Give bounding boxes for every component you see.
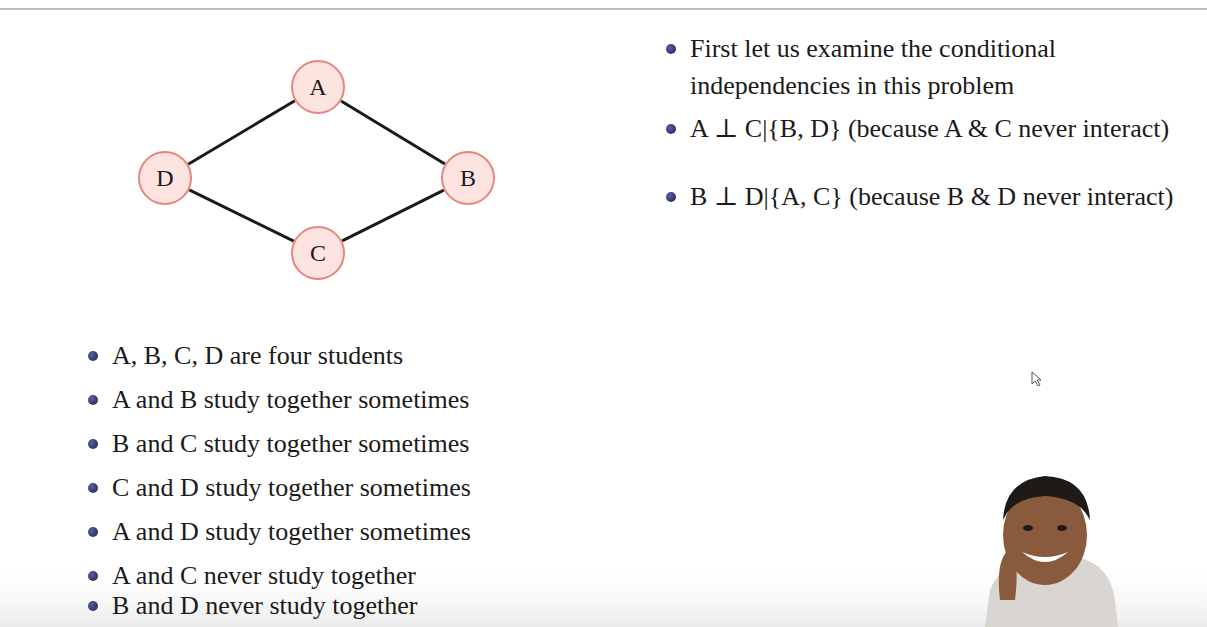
bullet-dot: [88, 351, 98, 361]
bullet-dot: [666, 192, 676, 202]
top-rule: [0, 8, 1207, 10]
bullet-dot: [88, 439, 98, 449]
bullet-text: C and D study together sometimes: [112, 469, 612, 506]
node-letter: D: [156, 166, 173, 190]
bullet-item: B ⊥ D|{A, C} (because B & D never intera…: [690, 178, 1175, 215]
bullet-text: First let us examine the conditional ind…: [690, 30, 1175, 104]
bullet-item: A ⊥ C|{B, D} (because A & C never intera…: [690, 110, 1175, 147]
interaction-edge: [342, 190, 444, 241]
student-circle: B: [441, 151, 495, 205]
bullet-text: B and C study together sometimes: [112, 425, 612, 462]
bullet-item: First let us examine the conditional ind…: [690, 30, 1175, 104]
bullet-item: C and D study together sometimes: [112, 469, 612, 506]
bullet-item: A, B, C, D are four students: [112, 337, 612, 374]
node-letter: C: [310, 241, 326, 265]
interaction-edge: [189, 190, 294, 241]
student-circle: C: [291, 226, 345, 280]
bullet-dot: [666, 124, 676, 134]
interaction-edge: [341, 101, 445, 164]
bullet-dot: [666, 44, 676, 54]
presenter-picture: [985, 476, 1118, 627]
bullet-text: A and D study together sometimes: [112, 513, 612, 550]
bullet-text: A and C never study together: [112, 557, 612, 594]
bullet-dot: [88, 395, 98, 405]
bullet-dot: [88, 483, 98, 493]
bullet-item: A and D study together sometimes: [112, 513, 612, 550]
bullet-text: A, B, C, D are four students: [112, 337, 612, 374]
node-letter: B: [460, 166, 476, 190]
student-circle: D: [138, 151, 192, 205]
bullet-text: A and B study together sometimes: [112, 381, 612, 418]
bullet-text: B and D never study together: [112, 587, 612, 624]
bullet-item: B and D never study together: [112, 587, 612, 624]
student-circle: A: [291, 60, 345, 114]
bullet-text: B ⊥ D|{A, C} (because B & D never intera…: [690, 178, 1175, 215]
bullet-dot: [88, 527, 98, 537]
bullet-dot: [88, 571, 98, 581]
node-letter: A: [309, 75, 326, 99]
bullet-item: B and C study together sometimes: [112, 425, 612, 462]
bullet-text: A ⊥ C|{B, D} (because A & C never intera…: [690, 110, 1175, 147]
bullet-item: A and C never study together: [112, 557, 612, 594]
mouse-cursor: [1032, 372, 1041, 386]
bullet-dot: [88, 601, 98, 611]
bullet-item: A and B study together sometimes: [112, 381, 612, 418]
interaction-edge: [188, 101, 295, 164]
